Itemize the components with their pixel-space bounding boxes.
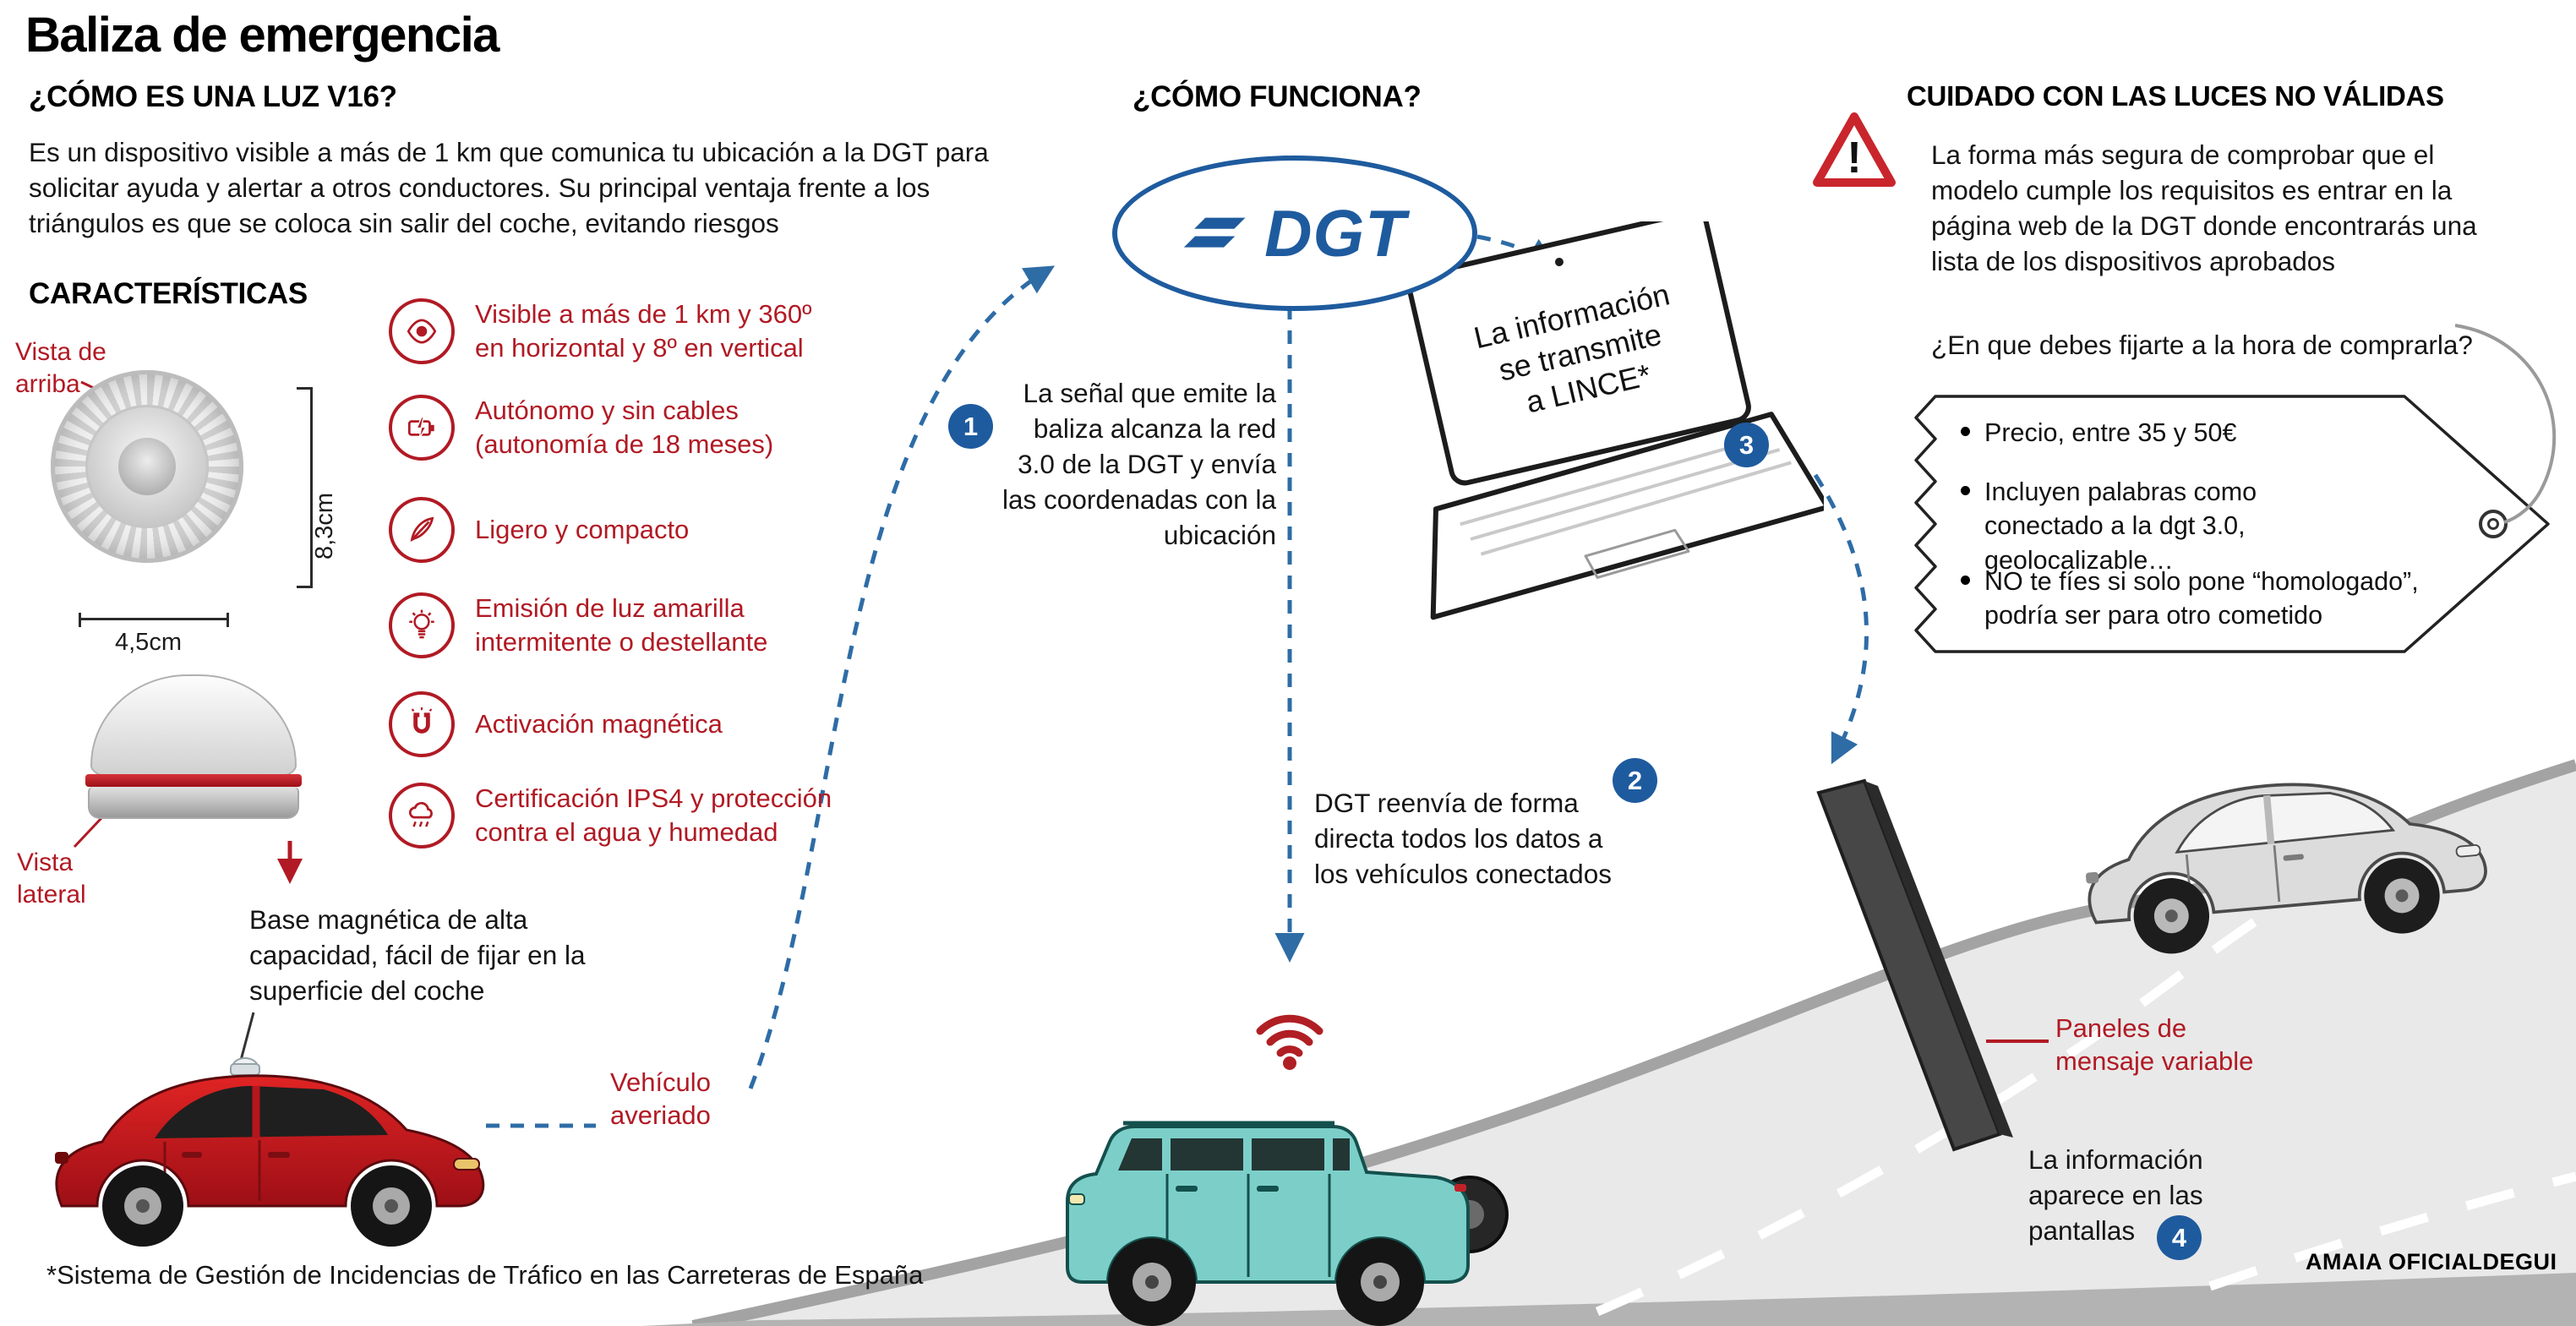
- lane-dashes-right: [2208, 1171, 2576, 1291]
- battery-icon: [389, 395, 455, 461]
- feature-text: Emisión de luz amarilla intermitente o d…: [475, 593, 768, 658]
- feature-visibility: Visible a más de 1 km y 360º en horizont…: [389, 297, 843, 366]
- feature-text: Visible a más de 1 km y 360º en horizont…: [475, 299, 812, 363]
- top-view-label: Vista de arriba: [15, 338, 106, 398]
- tag-item-homologado: NO te fíes si solo pone “homologado”, po…: [1961, 565, 2421, 633]
- tag-hole: [2479, 510, 2508, 538]
- eye-icon: [389, 298, 455, 365]
- feature-magnetic: Activación magnética: [389, 691, 843, 757]
- tag-item-text: Incluyen palabras como conectado a la dg…: [1984, 477, 2257, 575]
- road-near-edge: [642, 1273, 2576, 1326]
- bullet-dot: [1961, 486, 1970, 495]
- red-car: [55, 1056, 485, 1247]
- tag-item-text: Precio, entre 35 y 50€: [1984, 418, 2237, 447]
- beacon-dome: [90, 674, 297, 778]
- road-surface: [693, 765, 2576, 1326]
- webcam-dot: [1554, 257, 1564, 266]
- wifi-icon: [1256, 1014, 1323, 1070]
- teal-suv: [1066, 1121, 1509, 1326]
- footnote: *Sistema de Gestión de Incidencias de Tr…: [46, 1260, 924, 1290]
- screens-note: La información aparece en las pantallas: [2028, 1144, 2203, 1246]
- feature-autonomous: Autónomo y sin cables (autonomía de 18 m…: [389, 394, 843, 462]
- tag-item-price: Precio, entre 35 y 50€: [1961, 416, 2434, 450]
- dashed-arrow-dgt-to-laptop: [1476, 234, 1558, 267]
- pointer-side-view: [73, 816, 103, 849]
- feather-icon: [389, 497, 455, 563]
- width-dimension: 4,5cm: [115, 629, 182, 656]
- height-dimension: 8,3cm: [311, 493, 338, 559]
- base-note: Base magnética de alta capacidad, fácil …: [249, 904, 586, 1006]
- variable-message-panel-edge: [1864, 781, 2013, 1138]
- tag-string: [2454, 324, 2557, 524]
- feature-yellow-light: Emisión de luz amarilla intermitente o d…: [389, 592, 847, 660]
- bulb-icon: [389, 592, 455, 659]
- feature-light: Ligero y compacto: [389, 497, 843, 563]
- dgt-logo-text: DGT: [1264, 195, 1406, 270]
- beacon-magnetic-base: [88, 787, 299, 819]
- dgt-logo: DGT: [1112, 156, 1477, 311]
- gray-car: [2085, 783, 2487, 954]
- tag-item-keywords: Incluyen palabras como conectado a la dg…: [1961, 475, 2377, 577]
- width-measure-line: [79, 613, 229, 633]
- magnet-icon: [389, 691, 455, 757]
- step-3-badge: 3: [1724, 423, 1769, 467]
- section-heading-how-it-works: ¿CÓMO FUNCIONA?: [1132, 80, 1422, 113]
- bullet-dot: [1961, 427, 1970, 436]
- height-bracket: [297, 387, 313, 588]
- section-heading-characteristics: CARACTERÍSTICAS: [29, 277, 308, 310]
- step-1-badge: 1: [948, 404, 993, 449]
- feature-text: Certificación IPS4 y protección contra e…: [475, 783, 832, 848]
- dashed-arrow-laptop-to-panel: [1813, 473, 1869, 765]
- feature-text: Ligero y compacto: [475, 514, 690, 544]
- tag-item-text: NO te fíes si solo pone “homologado”, po…: [1984, 567, 2419, 630]
- feature-text: Activación magnética: [475, 708, 723, 739]
- step-1-text: La señal que emite la baliza alcanza la …: [1002, 378, 1276, 550]
- panel-label: Paneles de mensaje variable: [2055, 1013, 2254, 1076]
- vehicle-label: Vehículo averiado: [610, 1067, 711, 1130]
- dgt-emblem-icon: [1184, 217, 1246, 248]
- beacon-top-view: [51, 370, 243, 563]
- step-2-text: DGT reenvía de forma directa todos los d…: [1314, 788, 1612, 889]
- dashed-arrow-car-to-dgt: [748, 265, 1056, 1089]
- lane-dashes-hill: [1595, 902, 2281, 1317]
- step-4-badge: 4: [2157, 1215, 2202, 1260]
- price-tag: [1914, 324, 2557, 653]
- buying-question: ¿En que debes fijarte a la hora de compr…: [1931, 330, 2473, 360]
- warning-paragraph: La forma más segura de comprobar que el …: [1931, 139, 2477, 276]
- warning-exclamation: !: [1847, 134, 1861, 183]
- section-heading-what-is: ¿CÓMO ES UNA LUZ V16?: [29, 80, 397, 113]
- roof-beacon: [230, 1063, 260, 1076]
- author-credit: AMAIA OFICIALDEGUI: [2306, 1249, 2557, 1274]
- page-title: Baliza de emergencia: [25, 8, 499, 63]
- section-heading-warning: CUIDADO CON LAS LUCES NO VÁLIDAS: [1907, 80, 2444, 112]
- weather-icon: [389, 783, 455, 849]
- step-2-badge: 2: [1613, 758, 1657, 803]
- beacon-red-ring: [85, 774, 302, 787]
- warning-triangle-icon: !: [1813, 112, 1896, 187]
- feature-ip-protection: Certificación IPS4 y protección contra e…: [389, 782, 881, 850]
- intro-paragraph: Es un dispositivo visible a más de 1 km …: [29, 137, 989, 238]
- side-view-label: Vista lateral: [17, 849, 86, 909]
- trackpad: [1584, 528, 1690, 579]
- laptop: La información se transmite a LINCE*: [1406, 221, 1824, 620]
- bullet-dot: [1961, 576, 1970, 585]
- beacon-side-view: [80, 674, 307, 819]
- feature-text: Autónomo y sin cables (autonomía de 18 m…: [475, 396, 774, 460]
